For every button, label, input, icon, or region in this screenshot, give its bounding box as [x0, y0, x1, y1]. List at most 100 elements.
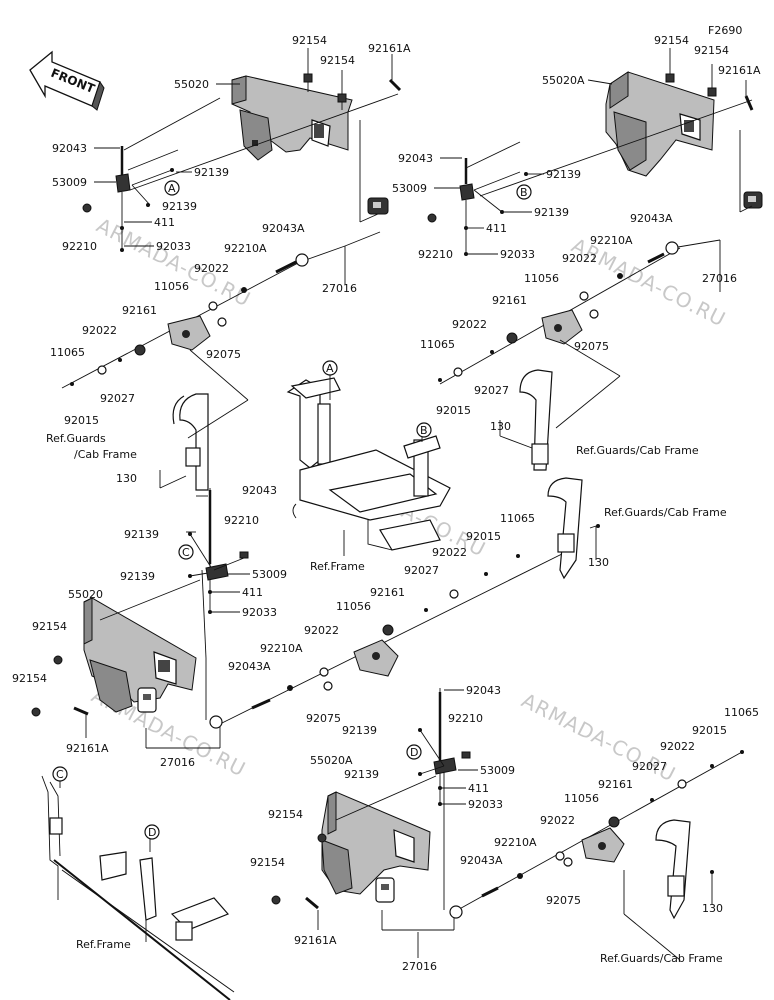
label-130-br: 130 — [702, 902, 723, 915]
label-92022-ml2: 92022 — [432, 546, 467, 559]
label-92043A-tl: 92043A — [262, 222, 305, 235]
label-ref-guards-cab-mr: Ref.Guards/Cab Frame — [604, 506, 727, 519]
label-11065-tl: 11065 — [50, 346, 85, 359]
label-92161-tl: 92161 — [122, 304, 157, 317]
label-92161-tr: 92161 — [492, 294, 527, 307]
label-92033-tr: 92033 — [500, 248, 535, 261]
ref-marker-D-br: D — [410, 746, 418, 759]
label-53009-tr: 53009 — [392, 182, 427, 195]
label-92154-tr1: 92154 — [654, 34, 689, 47]
label-92139-br1: 92139 — [342, 724, 377, 737]
label-92154-tl1: 92154 — [292, 34, 327, 47]
label-92154-br2: 92154 — [250, 856, 285, 869]
label-92210A-ml: 92210A — [260, 642, 303, 655]
label-92210-br: 92210 — [448, 712, 483, 725]
label-11065-tr: 11065 — [420, 338, 455, 351]
label-53009-br: 53009 — [480, 764, 515, 777]
label-92210A-tl: 92210A — [224, 242, 267, 255]
label-92033-ml: 92033 — [242, 606, 277, 619]
label-92015-br: 92015 — [692, 724, 727, 737]
label-92015-ml: 92015 — [466, 530, 501, 543]
label-92022-tl1: 92022 — [194, 262, 229, 275]
label-92043-ml: 92043 — [242, 484, 277, 497]
label-92043A-br: 92043A — [460, 854, 503, 867]
guard-rail-top-right — [519, 369, 553, 471]
label-53009-ml: 53009 — [252, 568, 287, 581]
label-92210-tr: 92210 — [418, 248, 453, 261]
assembly-middle-left — [31, 477, 600, 749]
label-92210A-br: 92210A — [494, 836, 537, 849]
label-92022-br2: 92022 — [660, 740, 695, 753]
label-92154-tr2: 92154 — [694, 44, 729, 57]
label-92075-tr: 92075 — [574, 340, 609, 353]
label-55020A-tr: 55020A — [542, 74, 585, 87]
label-92139-ml1: 92139 — [124, 528, 159, 541]
label-92022-tr1: 92022 — [562, 252, 597, 265]
label-130-mr: 130 — [588, 556, 609, 569]
label-55020A-br: 55020A — [310, 754, 353, 767]
label-411-tr: 411 — [486, 222, 507, 235]
label-92027-br: 92027 — [632, 760, 667, 773]
label-92075-ml: 92075 — [306, 712, 341, 725]
label-92161A-br: 92161A — [294, 934, 337, 947]
label-92161-br: 92161 — [598, 778, 633, 791]
label-411-br: 411 — [468, 782, 489, 795]
label-92043A-tr: 92043A — [630, 212, 673, 225]
cover-55020A-part — [605, 71, 715, 177]
label-411-ml: 411 — [242, 586, 263, 599]
label-92027-tr: 92027 — [474, 384, 509, 397]
center-frame-part — [286, 377, 451, 551]
ref-marker-B-tr: B — [520, 186, 528, 199]
label-ref-guards-cab-tr: Ref.Guards/Cab Frame — [576, 444, 699, 457]
label-92161A-ml: 92161A — [66, 742, 109, 755]
label-92139-tr1: 92139 — [546, 168, 581, 181]
cover-55020A-lower-part — [321, 791, 431, 895]
label-411-tl: 411 — [154, 216, 175, 229]
label-11056-tl: 11056 — [154, 280, 189, 293]
label-11065-br: 11065 — [724, 706, 759, 719]
label-92210A-tr: 92210A — [590, 234, 633, 247]
label-92027-ml: 92027 — [404, 564, 439, 577]
label-ref-frame-center: Ref.Frame — [310, 560, 365, 573]
label-130-tl: 130 — [116, 472, 137, 485]
guard-rail-middle-right — [547, 477, 583, 580]
ref-marker-D-bottom: D — [148, 826, 156, 839]
label-ref-guards-tl-2: /Cab Frame — [74, 448, 137, 461]
label-11056-ml: 11056 — [336, 600, 371, 613]
label-92154-tl2: 92154 — [320, 54, 355, 67]
label-92075-tl: 92075 — [206, 348, 241, 361]
label-92015-tr: 92015 — [436, 404, 471, 417]
label-92210-ml: 92210 — [224, 514, 259, 527]
label-27016-tl: 27016 — [322, 282, 357, 295]
label-92027-tl: 92027 — [100, 392, 135, 405]
ref-marker-C-ml: C — [182, 546, 190, 559]
label-53009-tl: 53009 — [52, 176, 87, 189]
label-92043-tl: 92043 — [52, 142, 87, 155]
label-92139-tr2: 92139 — [534, 206, 569, 219]
assembly-top-left — [61, 48, 402, 491]
label-92022-br1: 92022 — [540, 814, 575, 827]
assembly-top-right — [427, 48, 763, 471]
bottom-left-frame-part — [41, 775, 235, 1000]
label-92139-ml2: 92139 — [120, 570, 155, 583]
label-92075-br: 92075 — [546, 894, 581, 907]
label-ref-guards-tl-1: Ref.Guards — [46, 432, 106, 445]
label-92022-ml1: 92022 — [304, 624, 339, 637]
label-55020-ml: 55020 — [68, 588, 103, 601]
label-92161-ml: 92161 — [370, 586, 405, 599]
label-92161A-tr: 92161A — [718, 64, 761, 77]
label-92033-tl: 92033 — [156, 240, 191, 253]
label-27016-tr: 27016 — [702, 272, 737, 285]
label-92139-tl1: 92139 — [194, 166, 229, 179]
assembly-bottom-right — [271, 688, 744, 961]
label-11056-br: 11056 — [564, 792, 599, 805]
label-92043-tr: 92043 — [398, 152, 433, 165]
label-92015-tl: 92015 — [64, 414, 99, 427]
label-ref-guards-cab-br: Ref.Guards/Cab Frame — [600, 952, 723, 965]
label-92022-tr2: 92022 — [452, 318, 487, 331]
cover-55020-lower-part — [83, 597, 197, 713]
label-ref-frame-bottom: Ref.Frame — [76, 938, 131, 951]
figure-code: F2690 — [708, 24, 742, 37]
